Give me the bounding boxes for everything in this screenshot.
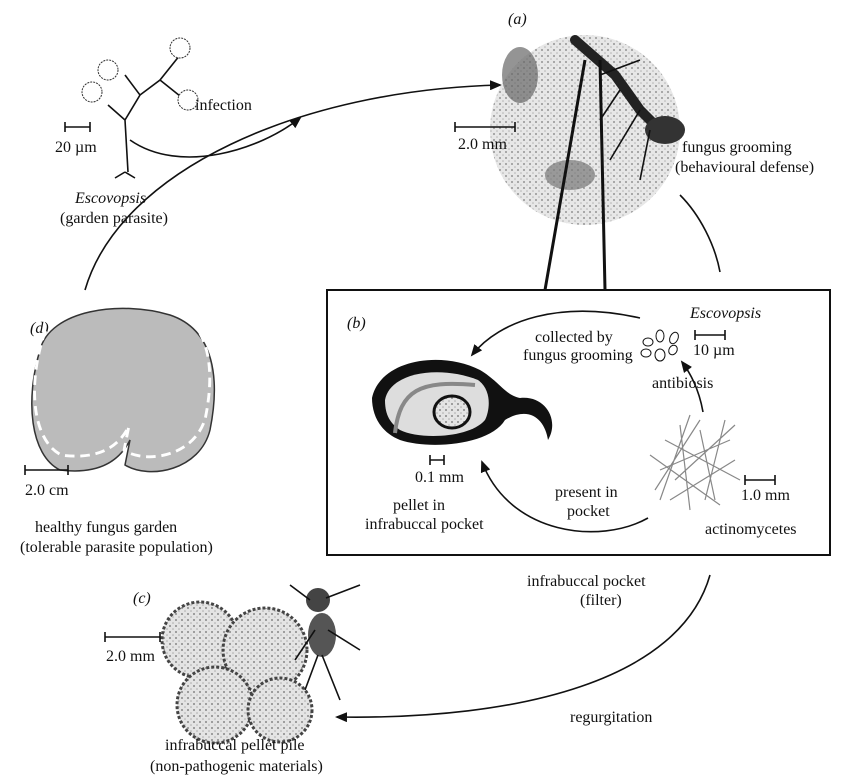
present-label-2: pocket bbox=[567, 503, 610, 520]
panel-a-caption-2: (behavioural defense) bbox=[675, 159, 814, 176]
antibiosis-arrow bbox=[680, 360, 704, 413]
regurgitation-label: regurgitation bbox=[570, 709, 652, 726]
panel-a-label: (a) bbox=[508, 11, 527, 28]
antibiosis-label: antibiosis bbox=[652, 375, 713, 392]
actinomycetes-scale-label: 1.0 mm bbox=[741, 487, 790, 504]
parasite-caption: (garden parasite) bbox=[60, 210, 168, 227]
escovopsis-spores-illustration bbox=[640, 329, 679, 362]
panel-a-caption-1: fungus grooming bbox=[682, 139, 792, 156]
panel-d-caption-2: (tolerable parasite population) bbox=[20, 539, 213, 556]
collected-label-1: collected by bbox=[535, 329, 613, 346]
escovopsis-hypha-illustration bbox=[81, 37, 199, 179]
scale-bar bbox=[454, 122, 516, 132]
panel-b-box bbox=[326, 289, 831, 556]
scale-bar bbox=[744, 475, 776, 485]
regurgitation-arrow bbox=[335, 574, 711, 723]
grooming-to-pocket-line bbox=[679, 194, 721, 273]
filter-label-2: (filter) bbox=[580, 592, 622, 609]
collected-arrow bbox=[470, 310, 641, 357]
infection-arrow bbox=[129, 116, 302, 158]
garden-to-grooming-arrow bbox=[84, 80, 502, 291]
present-label-1: present in bbox=[555, 484, 618, 501]
ant-illustration bbox=[289, 584, 361, 701]
panel-c-scale-label: 2.0 mm bbox=[106, 648, 155, 665]
panel-c-caption-2: (non-pathogenic materials) bbox=[150, 758, 323, 775]
panel-c-caption-1: infrabuccal pellet pile bbox=[165, 737, 304, 754]
actinomycetes-illustration bbox=[649, 414, 741, 511]
actinomycetes-label: actinomycetes bbox=[705, 521, 797, 538]
filter-label-1: infrabuccal pocket bbox=[527, 573, 646, 590]
callout-lines bbox=[543, 59, 607, 291]
parasite-name: Escovopsis bbox=[74, 190, 146, 207]
escovopsis-label: Escovopsis bbox=[689, 305, 761, 322]
present-in-pocket-arrow bbox=[480, 460, 649, 533]
escovopsis-scale-label: 10 µm bbox=[693, 342, 735, 359]
scale-bar bbox=[694, 330, 726, 340]
pellet-scale-label: 0.1 mm bbox=[415, 469, 464, 486]
pellet-pile-illustration bbox=[160, 600, 314, 745]
panel-d-label: (d) bbox=[30, 320, 49, 337]
fungus-garden-illustration bbox=[31, 298, 215, 473]
panel-d-caption-1: healthy fungus garden bbox=[35, 519, 177, 536]
infection-label: infection bbox=[195, 97, 252, 114]
scale-bar bbox=[64, 122, 91, 132]
ant-grooming-fungus-illustration bbox=[490, 35, 685, 225]
collected-label-2: fungus grooming bbox=[523, 347, 633, 364]
parasite-scale-label: 20 µm bbox=[55, 139, 97, 156]
panel-b-label: (b) bbox=[347, 315, 366, 332]
pellet-label-2: infrabuccal pocket bbox=[365, 516, 484, 533]
pellet-label-1: pellet in bbox=[393, 497, 445, 514]
panel-a-scale-label: 2.0 mm bbox=[458, 136, 507, 153]
scale-bar bbox=[104, 632, 161, 642]
panel-c-label: (c) bbox=[133, 590, 151, 607]
scale-bar bbox=[429, 455, 445, 465]
infrabuccal-pellet-illustration bbox=[372, 359, 553, 445]
panel-d-scale-label: 2.0 cm bbox=[25, 482, 69, 499]
scale-bar bbox=[24, 465, 69, 475]
